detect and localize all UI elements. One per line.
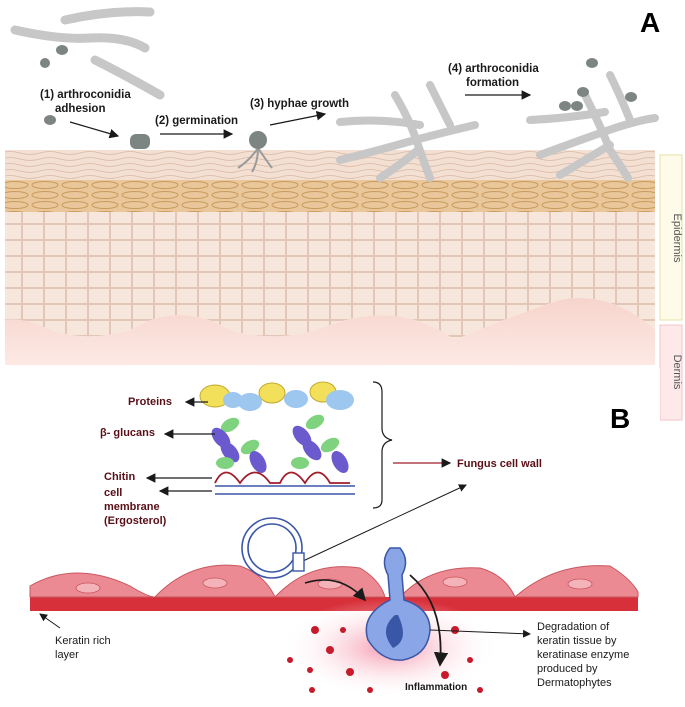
- stratum-spinosum: [5, 212, 655, 340]
- dermis-label: Dermis: [671, 355, 683, 390]
- hyphae-cluster-growth: [336, 81, 479, 182]
- hyphae-cluster-topleft: [10, 7, 165, 100]
- panel-b: B: [20, 368, 660, 707]
- keratin-base-layer: [30, 597, 638, 611]
- arrow-keratin-layer: [39, 613, 61, 629]
- conidia-formation: [559, 58, 637, 111]
- panel-a: Epidermis Dermis (1) arthroconidia adhes…: [5, 7, 683, 421]
- panel-a-letter: A: [640, 7, 660, 38]
- epidermis-label: Epidermis: [671, 214, 683, 263]
- penetrating-fungus: [365, 547, 431, 661]
- label-inflammation: Inflammation: [405, 682, 467, 693]
- dermis-layer: [5, 298, 655, 365]
- epidermis-label-box: [659, 154, 683, 321]
- step3-arrow: [269, 110, 327, 126]
- label-chitin: Chitin: [104, 471, 135, 483]
- hyphae-cluster-formation: [526, 71, 659, 182]
- step3-label: (3) hyphae growth: [250, 98, 349, 110]
- panel-b-letter: B: [610, 403, 630, 434]
- zoom-line: [302, 484, 467, 562]
- step2-label: (2) germination: [155, 115, 238, 127]
- step1-arrow: [69, 121, 120, 139]
- label-degradation: Degradation of keratin tissue by keratin…: [537, 621, 632, 689]
- label-membrane: cell membrane (Ergosterol): [104, 487, 167, 527]
- hypha-tip: [292, 552, 305, 572]
- label-proteins: Proteins: [128, 396, 172, 408]
- step1-label: (1) arthroconidia adhesion: [40, 89, 134, 115]
- step4-label: (4) arthroconidia formation: [448, 63, 542, 89]
- wall-brace: [372, 381, 393, 509]
- fungal-hypha-coil: [241, 517, 303, 579]
- conidia-topleft: [40, 45, 68, 125]
- label-keratin-layer: Keratin rich layer: [55, 635, 114, 661]
- germinating-conidium: [237, 131, 273, 173]
- adhered-conidium: [130, 134, 150, 149]
- label-fungus-wall: Fungus cell wall: [457, 458, 542, 470]
- chitin-strand: [214, 471, 350, 485]
- arrow-inflammation: [409, 574, 449, 667]
- arrow-invasion: [304, 579, 367, 602]
- arrow-degradation: [429, 629, 531, 638]
- stratum-granulosum: [5, 180, 655, 212]
- glucan-chains: [211, 414, 349, 473]
- label-glucans: β- glucans: [100, 427, 155, 439]
